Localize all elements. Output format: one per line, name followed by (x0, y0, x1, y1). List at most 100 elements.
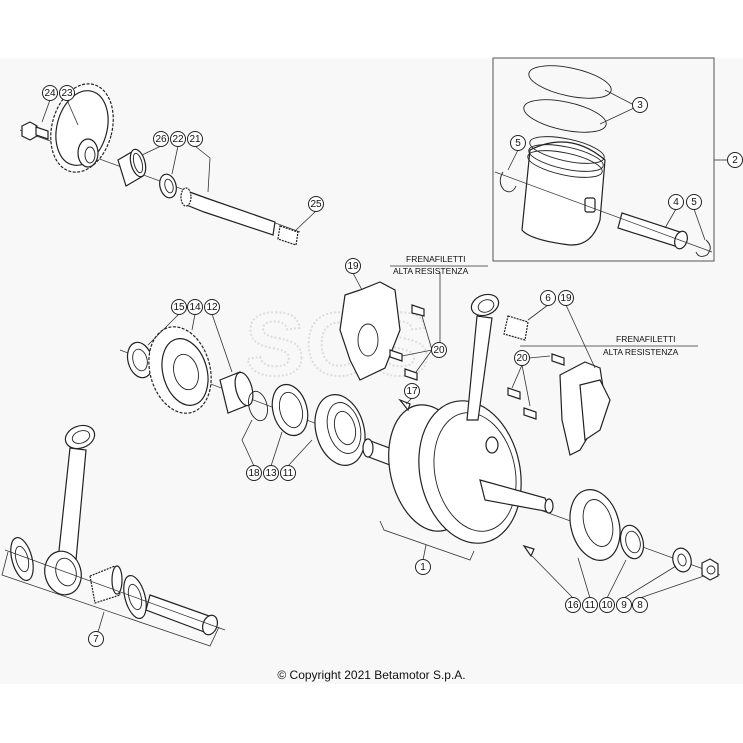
o-ring-icon (248, 390, 268, 422)
circlip-icon (695, 239, 711, 257)
part-callout-6[interactable]: 6 (540, 290, 556, 306)
callout-label: 21 (189, 134, 201, 145)
callout-circle (558, 290, 574, 306)
piston-kit-box (492, 57, 715, 262)
callout-label: 5 (691, 197, 697, 208)
part-callout-2[interactable]: 2 (727, 152, 743, 168)
threadlocker-note-line1: FRENAFILETTI (406, 254, 466, 264)
part-callout-13[interactable]: 13 (263, 465, 279, 481)
callout-circle (582, 597, 598, 613)
callout-circle (632, 97, 648, 113)
part-callout-21[interactable]: 21 (187, 131, 203, 147)
woodruff-key-icon (522, 544, 535, 558)
callout-circle (431, 342, 447, 358)
part-callout-3[interactable]: 3 (632, 97, 648, 113)
callout-circle (616, 597, 632, 613)
part-callout-25[interactable]: 25 (308, 196, 324, 212)
callout-label: 2 (732, 155, 738, 166)
part-callout-18[interactable]: 18 (246, 465, 262, 481)
part-callout-22[interactable]: 22 (170, 131, 186, 147)
callout-label: 14 (189, 302, 201, 313)
part-callout-17[interactable]: 17 (404, 383, 420, 399)
bolt-icon (507, 387, 521, 400)
part-callout-19[interactable]: 19 (345, 258, 361, 274)
callout-label: 6 (545, 293, 551, 304)
crankshaft-icon (362, 400, 554, 544)
conrod-kit-group (1, 424, 226, 647)
callout-label: 25 (310, 199, 322, 210)
threadlocker-note-line2: ALTA RESISTENZA (393, 266, 469, 276)
piston-ring-icon (523, 99, 607, 133)
part-callout-20[interactable]: 20 (514, 350, 530, 366)
callout-label: 13 (265, 468, 277, 479)
callout-label: 11 (283, 468, 294, 479)
left-crank-side-group (119, 313, 401, 467)
bolt-icon (389, 349, 403, 362)
bolt-icon (523, 407, 537, 420)
bolt-icon (411, 304, 425, 317)
callout-label: 7 (93, 634, 99, 645)
callout-circle (308, 196, 324, 212)
callout-circle (59, 85, 75, 101)
callout-label: 11 (585, 600, 596, 611)
part-callout-10[interactable]: 10 (599, 597, 615, 613)
part-callout-24[interactable]: 24 (42, 85, 58, 101)
callout-circle (187, 299, 203, 315)
primary-gear-icon (148, 326, 212, 414)
callout-circle (565, 597, 581, 613)
bolt-icon (551, 353, 565, 366)
callout-label: 16 (567, 600, 579, 611)
callout-circle (204, 299, 220, 315)
crank-pin-icon (145, 594, 219, 636)
balancer-shaft-icon (180, 187, 276, 236)
piston-icon (521, 136, 606, 246)
counterweight-plate-icon (339, 281, 401, 381)
oil-seal-icon (271, 383, 309, 437)
callout-circle (510, 135, 526, 151)
copyright-text: © Copyright 2021 Betamotor S.p.A. (277, 668, 466, 682)
part-callout-23[interactable]: 23 (59, 85, 75, 101)
part-callout-9[interactable]: 9 (616, 597, 632, 613)
part-callout-5[interactable]: 5 (686, 194, 702, 210)
callout-circle (540, 290, 556, 306)
callout-circle (599, 597, 615, 613)
part-callout-11[interactable]: 11 (280, 465, 296, 481)
part-callout-8[interactable]: 8 (632, 597, 648, 613)
callout-circle (263, 465, 279, 481)
bolt-icon (404, 368, 418, 381)
callout-circle (686, 194, 702, 210)
part-callout-14[interactable]: 14 (187, 299, 203, 315)
washer-icon (672, 547, 692, 573)
part-callout-7[interactable]: 7 (88, 631, 104, 647)
callout-label: 4 (673, 197, 679, 208)
needle-bearing-icon (277, 225, 299, 246)
part-callout-26[interactable]: 26 (153, 131, 169, 147)
part-callout-19[interactable]: 19 (558, 290, 574, 306)
part-callout-15[interactable]: 15 (171, 299, 187, 315)
callout-circle (415, 559, 431, 575)
callout-circle (345, 258, 361, 274)
callout-circle (42, 85, 58, 101)
callout-label: 18 (248, 468, 260, 479)
callout-circle (632, 597, 648, 613)
callout-circle (280, 465, 296, 481)
callout-circle (187, 131, 203, 147)
callout-circle (88, 631, 104, 647)
piston-pin-icon (617, 212, 688, 250)
part-callout-16[interactable]: 16 (565, 597, 581, 613)
callout-label: 17 (406, 386, 418, 397)
part-callout-4[interactable]: 4 (668, 194, 684, 210)
part-callout-11[interactable]: 11 (582, 597, 598, 613)
connecting-rod-icon (44, 424, 96, 596)
part-callout-5[interactable]: 5 (510, 135, 526, 151)
part-callout-12[interactable]: 12 (204, 299, 220, 315)
gear-icon (50, 83, 114, 173)
piston-kit-group (492, 57, 728, 262)
part-callout-1[interactable]: 1 (415, 559, 431, 575)
washer-icon (159, 173, 177, 199)
right-plate-group: FRENAFILETTI ALTA RESISTENZA (507, 304, 698, 456)
callout-label: 22 (172, 134, 184, 145)
callout-label: 23 (61, 88, 73, 99)
callout-circle (153, 131, 169, 147)
part-callout-20[interactable]: 20 (431, 342, 447, 358)
